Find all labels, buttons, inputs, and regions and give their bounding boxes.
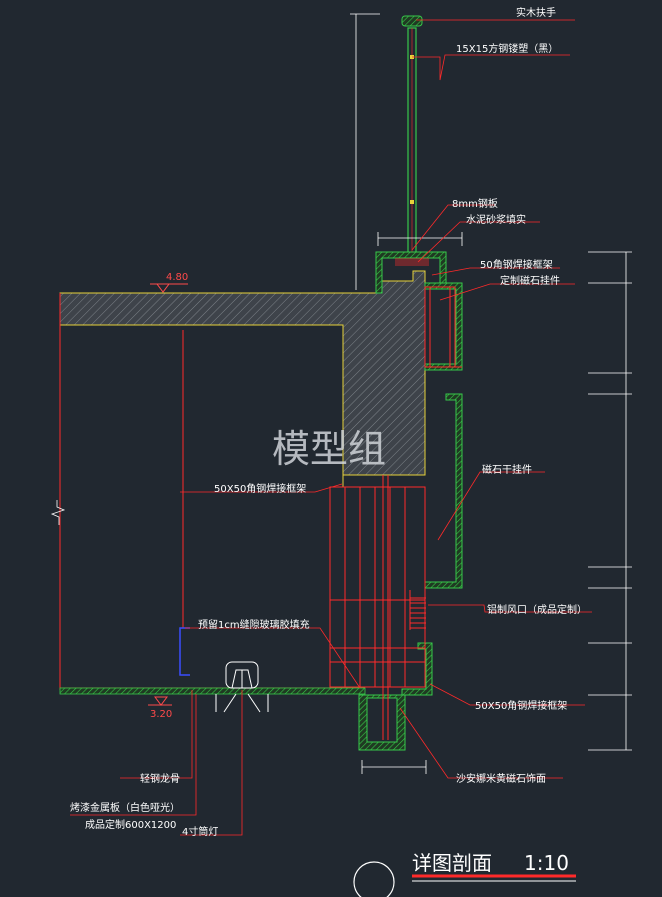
label-metal-panel-size: 成品定制600X1200 (85, 818, 176, 831)
drawing-title: 详图剖面 (412, 851, 492, 875)
top-cap-frame (375, 251, 447, 294)
level-marker-lower: 3.20 (148, 696, 172, 720)
level-lower-text: 3.20 (150, 709, 172, 720)
title-block: 详图剖面 1:10 (353, 851, 576, 897)
label-angle-frame-top: 50角钢焊接框架 (480, 258, 553, 271)
label-handrail: 实木扶手 (516, 6, 556, 19)
label-light-steel-keel: 轻钢龙骨 (140, 772, 180, 785)
handrail (401, 15, 423, 257)
level-upper-text: 4.80 (166, 272, 188, 283)
watermark: 模型组 (272, 427, 386, 471)
label-cement-fill: 水泥砂浆填实 (466, 213, 526, 226)
dimension-lines-top (350, 13, 463, 774)
label-aluminum-vent: 铝制风口（成品定制） (487, 603, 587, 616)
annotations: 实木扶手 15X15方钢镂塑（黑） 8mm钢板 水泥砂浆填实 50角钢焊接框架 … (70, 6, 587, 838)
steel-frame (329, 286, 462, 740)
reserved-gap-blue (179, 627, 190, 676)
steel-plate (395, 258, 429, 266)
drawing-scale: 1:10 (524, 851, 569, 875)
downlight-fixture (215, 661, 269, 713)
vent-grille (410, 597, 426, 629)
label-stone-hanger-dry: 磁石干挂件 (482, 463, 532, 476)
label-reserved-gap: 预留1cm缝隙玻璃胶填充 (198, 618, 310, 631)
ceiling-panel-green (59, 687, 366, 695)
bottom-stone-inner (366, 697, 398, 743)
label-angle-frame-bottom: 50X50角钢焊接框架 (475, 699, 567, 712)
level-marker-upper: 4.80 (150, 272, 188, 293)
label-steel-plate: 8mm钢板 (452, 197, 498, 210)
label-sand-stone-facing: 沙安娜米黄磁石饰面 (456, 772, 546, 785)
dimension-lines-right (588, 251, 632, 751)
label-metal-panel: 烤漆金属板（白色哑光） (70, 801, 180, 814)
room-outline (59, 293, 365, 694)
label-stone-hanger-custom: 定制磁石挂件 (500, 274, 560, 287)
label-steel-tube: 15X15方钢镂塑（黑） (456, 42, 558, 55)
label-downlight: 4寸筒灯 (182, 825, 218, 838)
leader-lines (70, 19, 592, 836)
label-angle-frame-left: 50X50角钢焊接框架 (214, 482, 306, 495)
left-break-line (50, 500, 66, 525)
